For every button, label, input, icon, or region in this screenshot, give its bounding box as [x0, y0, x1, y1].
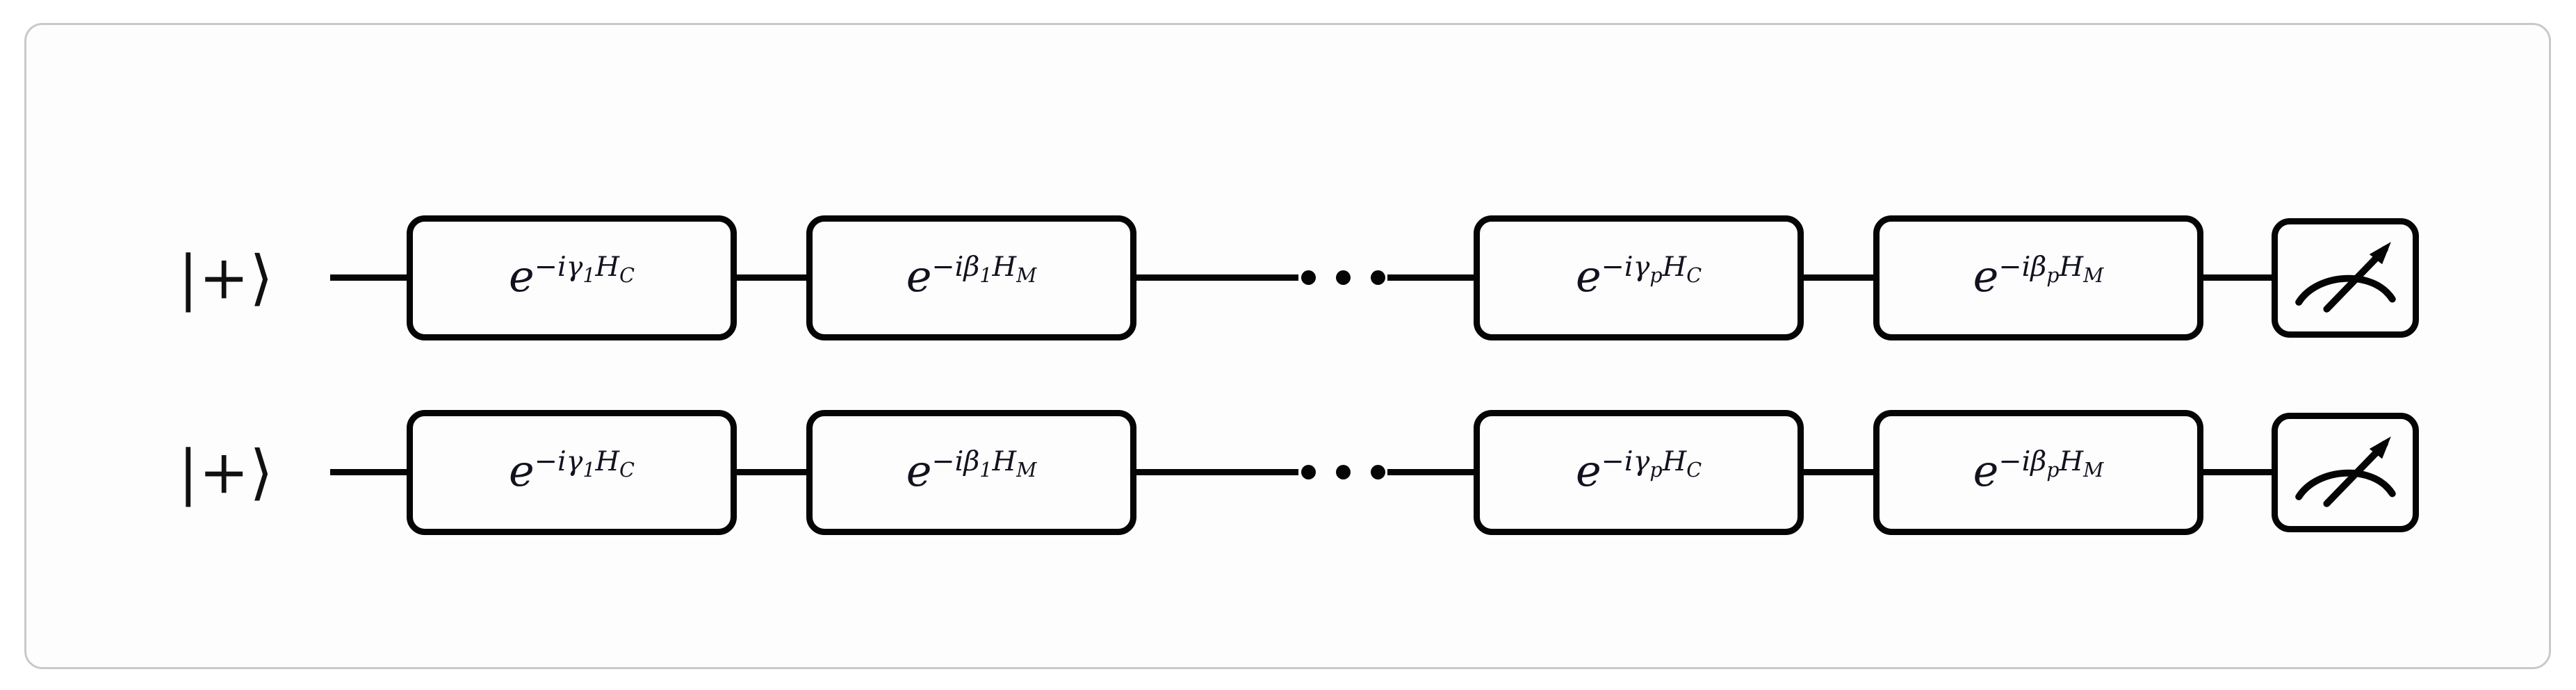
- wire-segment-q0-3: [1387, 274, 1479, 281]
- input-state-label-q0: |+⟩: [178, 243, 274, 313]
- gate-mixer-gate-1-q1[interactable]: e−iβ1HM: [806, 410, 1136, 535]
- wire-segment-q1-1: [732, 469, 812, 475]
- gate-cost-gate-1-q0[interactable]: e−iγ1HC: [407, 215, 737, 340]
- gate-label-mixer-1-q1: e−iβ1HM: [906, 445, 1037, 496]
- gate-label-mixer-p-q1: e−iβpHM: [1973, 445, 2104, 496]
- gate-cost-gate-p-q1[interactable]: e−iγpHC: [1474, 410, 1804, 535]
- wire-segment-q1-3: [1387, 469, 1479, 475]
- layer-ellipsis-dot-q1-1: [1301, 465, 1316, 479]
- wire-segment-q1-4: [1799, 469, 1879, 475]
- gate-label-cost-1-q0: e−iγ1HC: [509, 251, 635, 302]
- measurement-gate-q0[interactable]: [2272, 218, 2419, 338]
- measure-meter-icon: [2295, 242, 2396, 313]
- layer-ellipsis-dot-q0-3: [1371, 270, 1385, 285]
- gate-mixer-gate-1-q0[interactable]: e−iβ1HM: [806, 215, 1136, 340]
- wire-segment-q0-1: [732, 274, 812, 281]
- figure-frame: [24, 23, 2551, 669]
- wire-segment-q1-2: [1132, 469, 1298, 475]
- qubit-wire-row-0: |+⟩ e−iγ1HC e−iβ1HM e−iγpHC: [0, 208, 2576, 347]
- gate-label-cost-p-q1: e−iγpHC: [1575, 445, 1702, 496]
- wire-segment-q0-2: [1132, 274, 1298, 281]
- gate-label-mixer-1-q0: e−iβ1HM: [906, 251, 1037, 302]
- wire-segment-q0-0: [330, 274, 410, 281]
- layer-ellipsis-dot-q0-1: [1301, 270, 1316, 285]
- qubit-wire-row-1: |+⟩ e−iγ1HC e−iβ1HM e−iγpHC e−iβpHM: [0, 403, 2576, 542]
- wire-segment-q0-4: [1799, 274, 1879, 281]
- gate-label-mixer-p-q0: e−iβpHM: [1973, 251, 2104, 302]
- gate-cost-gate-p-q0[interactable]: e−iγpHC: [1474, 215, 1804, 340]
- gate-label-cost-p-q0: e−iγpHC: [1575, 251, 1702, 302]
- layer-ellipsis-dot-q1-2: [1336, 465, 1351, 479]
- gate-mixer-gate-p-q1[interactable]: e−iβpHM: [1873, 410, 2203, 535]
- measure-meter-icon: [2295, 436, 2396, 507]
- layer-ellipsis-dot-q1-3: [1371, 465, 1385, 479]
- gate-cost-gate-1-q1[interactable]: e−iγ1HC: [407, 410, 737, 535]
- measurement-gate-q1[interactable]: [2272, 413, 2419, 532]
- gate-mixer-gate-p-q0[interactable]: e−iβpHM: [1873, 215, 2203, 340]
- wire-segment-q1-0: [330, 469, 410, 475]
- layer-ellipsis-dot-q0-2: [1336, 270, 1351, 285]
- wire-segment-q1-5: [2199, 469, 2276, 475]
- input-state-label-q1: |+⟩: [178, 438, 274, 507]
- gate-label-cost-1-q1: e−iγ1HC: [509, 445, 635, 496]
- wire-segment-q0-5: [2199, 274, 2276, 281]
